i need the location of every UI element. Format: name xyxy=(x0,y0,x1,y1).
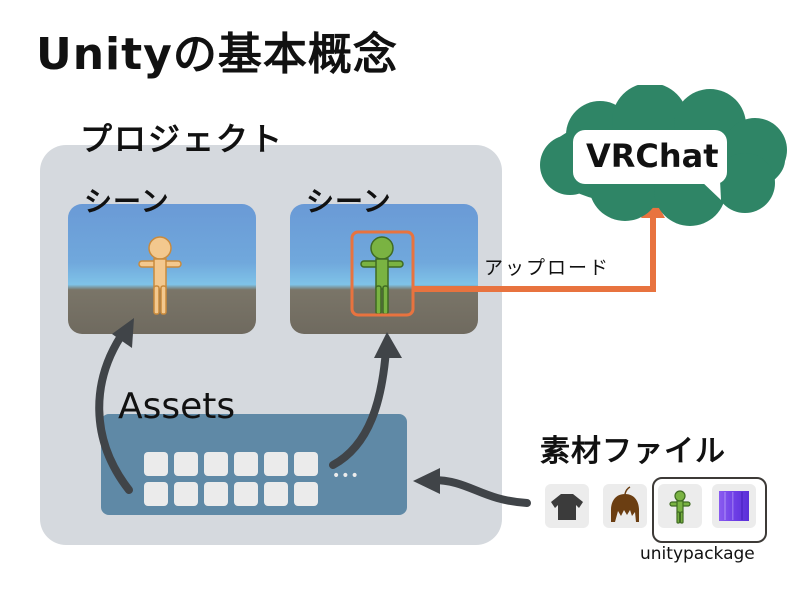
scene-thumbnail-2[interactable] xyxy=(290,204,478,334)
hair-icon xyxy=(611,486,639,522)
avatar-figure-icon xyxy=(138,236,182,315)
vrchat-cloud-icon xyxy=(540,85,787,226)
asset-tile[interactable] xyxy=(204,482,228,506)
scene-thumbnail-1[interactable] xyxy=(68,204,256,334)
shirt-icon xyxy=(551,494,583,520)
asset-tile[interactable] xyxy=(144,482,168,506)
asset-grid xyxy=(144,452,318,506)
assets-label: Assets xyxy=(118,386,236,427)
avatar-figure-icon xyxy=(350,230,415,317)
asset-tile[interactable] xyxy=(204,452,228,476)
scene-label-2: シーン xyxy=(306,185,392,218)
selection-highlight xyxy=(350,230,415,317)
upload-arrow xyxy=(414,216,656,292)
materials-label: 素材ファイル xyxy=(540,434,726,469)
more-assets-ellipsis: ••• xyxy=(332,468,360,484)
arrow-assets-to-scene-1 xyxy=(95,326,133,494)
unitypackage-label: unitypackage xyxy=(640,544,755,564)
vrchat-label: VRChat xyxy=(586,137,719,175)
avatar-icon xyxy=(669,490,691,524)
unitypackage-group xyxy=(652,477,767,543)
page-title: Unityの基本概念 xyxy=(36,29,398,80)
asset-tile[interactable] xyxy=(234,482,258,506)
material-item-shirt[interactable] xyxy=(545,484,589,528)
material-item-texture[interactable] xyxy=(712,484,756,528)
asset-tile[interactable] xyxy=(264,452,288,476)
material-item-hair[interactable] xyxy=(603,484,647,528)
arrow-materials-to-assets xyxy=(428,476,531,507)
asset-tile[interactable] xyxy=(264,482,288,506)
arrowhead-icon xyxy=(413,468,440,494)
asset-tile[interactable] xyxy=(234,452,258,476)
asset-tile[interactable] xyxy=(174,482,198,506)
arrowhead-icon xyxy=(374,332,402,358)
material-item-avatar[interactable] xyxy=(658,484,702,528)
arrow-assets-to-scene-2 xyxy=(329,346,390,469)
arrowhead-icon xyxy=(112,318,134,348)
texture-icon xyxy=(719,491,749,521)
asset-tile[interactable] xyxy=(174,452,198,476)
asset-tile[interactable] xyxy=(294,452,318,476)
project-label: プロジェクト xyxy=(80,120,285,158)
scene-label-1: シーン xyxy=(84,185,170,218)
asset-tile[interactable] xyxy=(144,452,168,476)
asset-tile[interactable] xyxy=(294,482,318,506)
upload-label: アップロード xyxy=(484,257,611,279)
